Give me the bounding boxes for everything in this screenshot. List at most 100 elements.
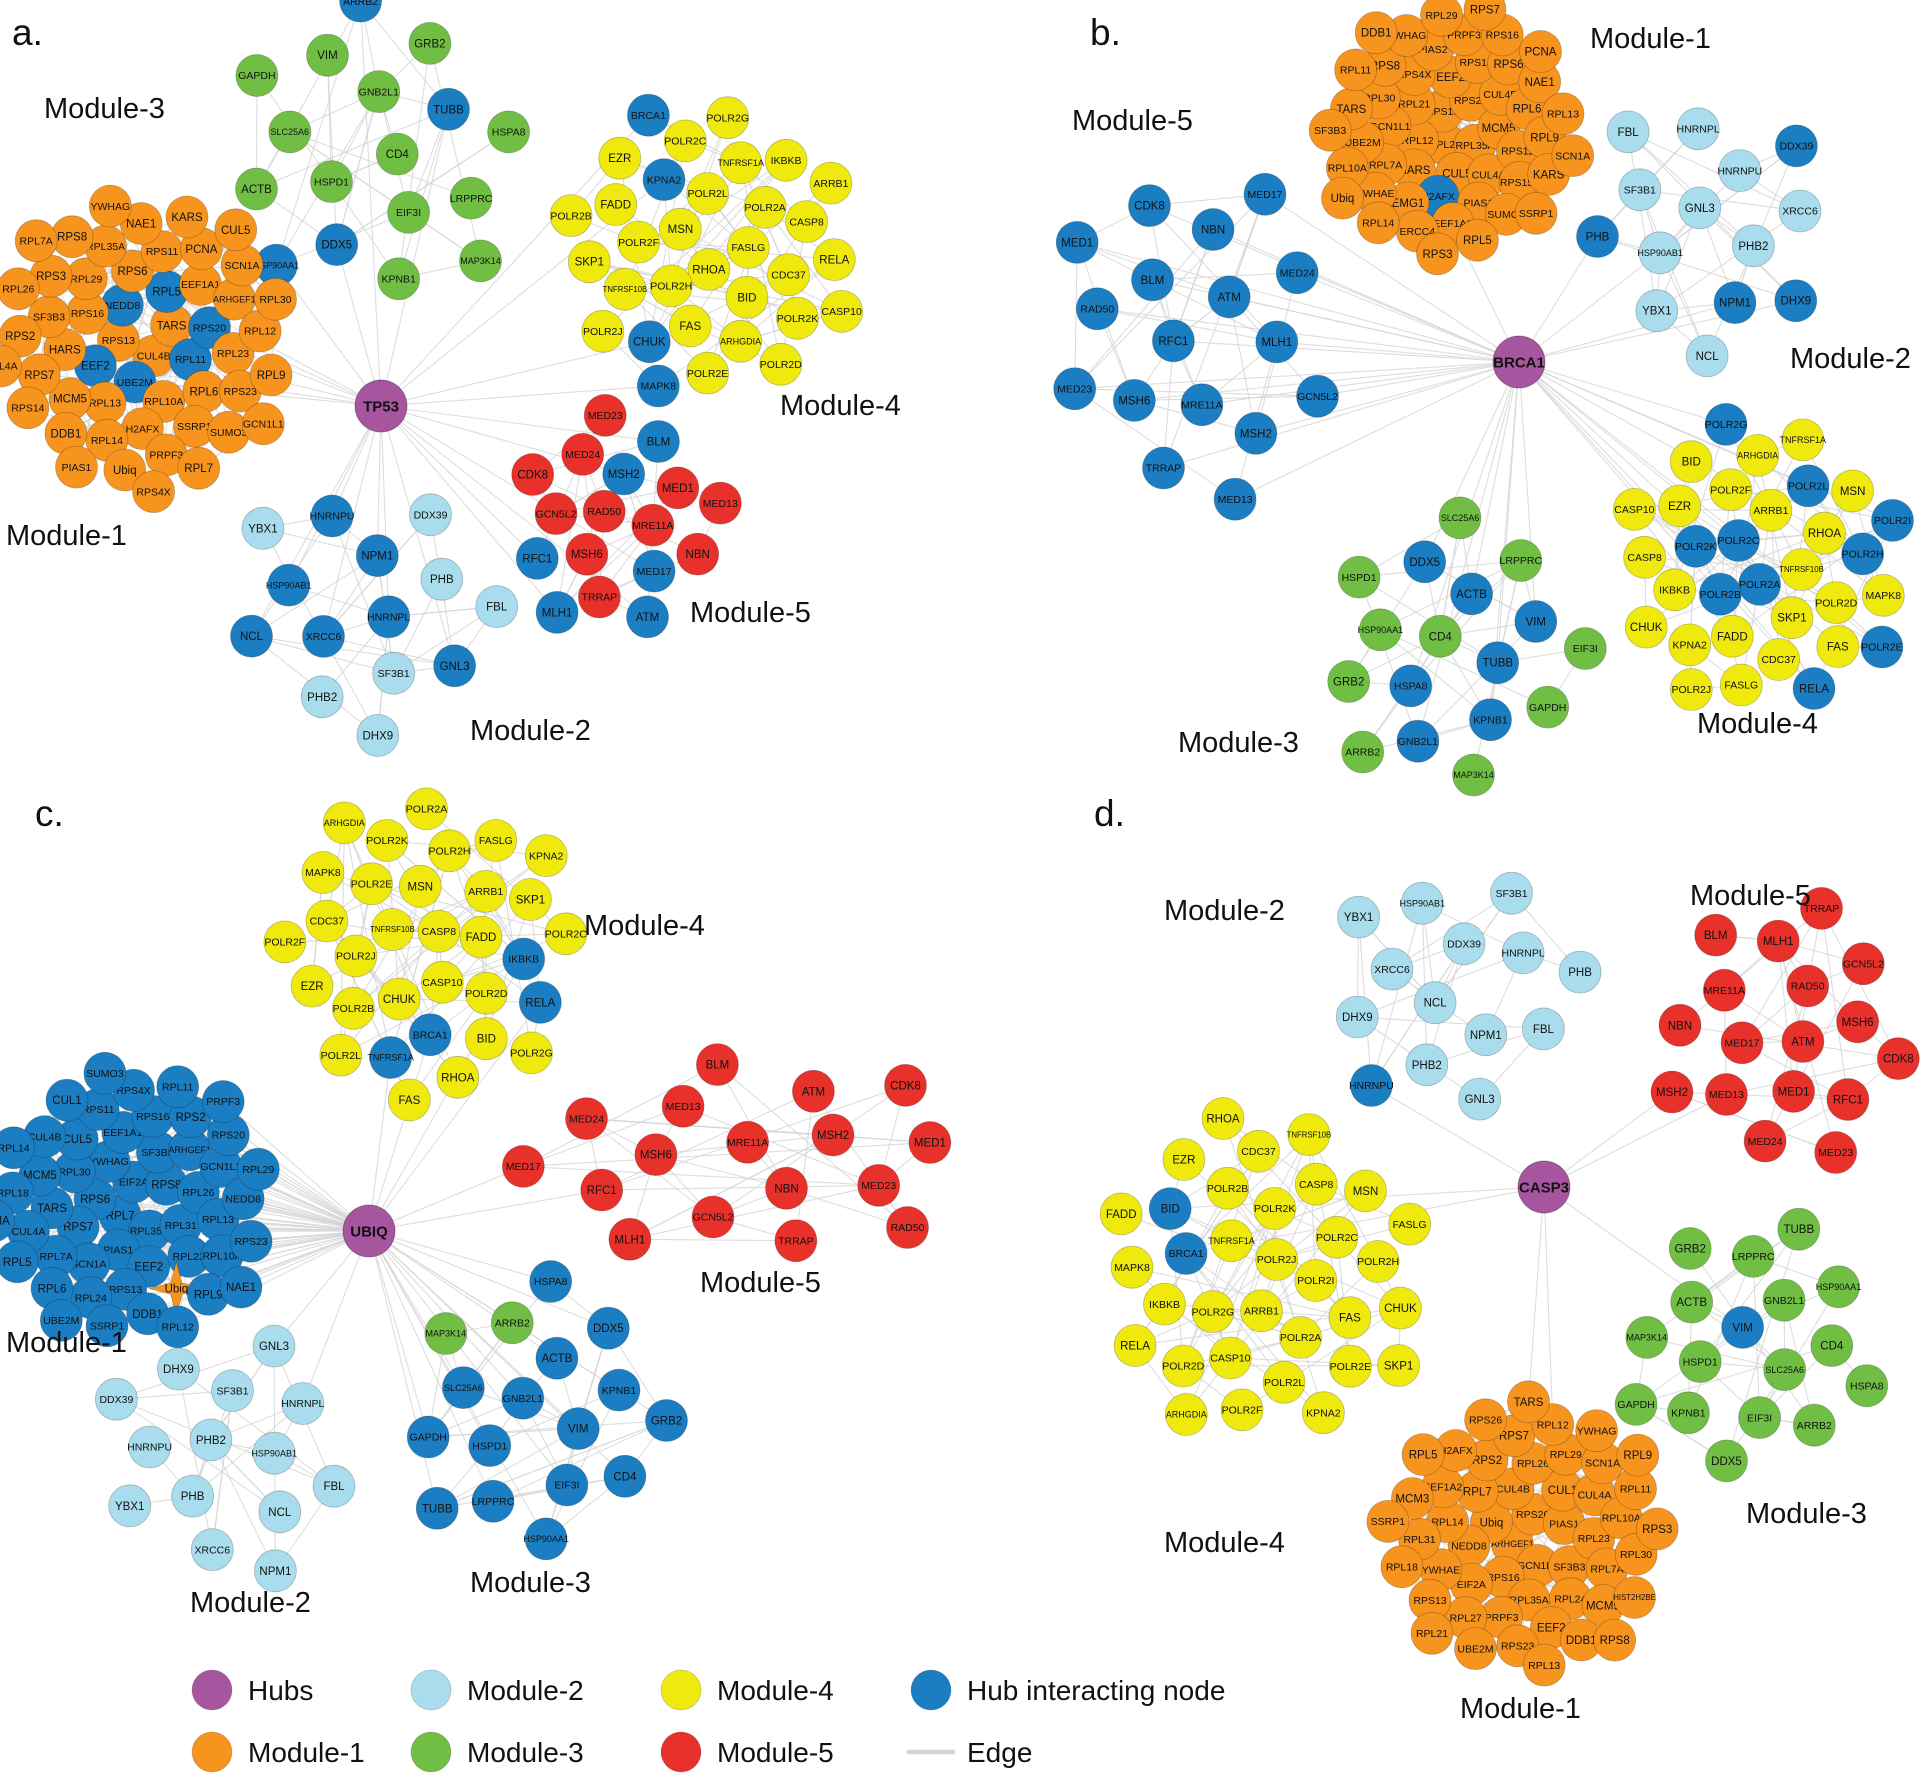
node-med23[interactable]: MED23 bbox=[583, 393, 627, 437]
node-lrpprc[interactable]: LRPPRC bbox=[1499, 539, 1543, 582]
node-ikbkb[interactable]: IKBKB bbox=[502, 937, 546, 981]
node-skp1[interactable]: SKP1 bbox=[1770, 596, 1814, 640]
node-ddx5[interactable]: DDX5 bbox=[586, 1306, 630, 1350]
node-ncl[interactable]: NCL bbox=[1685, 334, 1729, 378]
node-slc25a6[interactable]: SLC25A6 bbox=[441, 1366, 485, 1409]
node-polr2g[interactable]: POLR2G bbox=[1191, 1290, 1235, 1333]
node-kars[interactable]: KARS bbox=[165, 195, 209, 239]
node-eif3i[interactable]: EIF3I bbox=[545, 1463, 589, 1507]
node-ddx5[interactable]: DDX5 bbox=[1705, 1439, 1748, 1483]
node-polr2j[interactable]: POLR2J bbox=[1669, 668, 1713, 711]
node-polr2g[interactable]: POLR2G bbox=[706, 96, 750, 140]
node-ddx39[interactable]: DDX39 bbox=[409, 493, 452, 537]
node-hspd1[interactable]: HSPD1 bbox=[468, 1424, 512, 1467]
node-arrb1[interactable]: ARRB1 bbox=[1240, 1289, 1283, 1333]
node-sf3b3[interactable]: SF3B3 bbox=[1308, 108, 1352, 152]
node-kpna2[interactable]: KPNA2 bbox=[524, 834, 568, 877]
node-med23[interactable]: MED23 bbox=[1814, 1131, 1858, 1174]
node-xrcc6[interactable]: XRCC6 bbox=[190, 1528, 234, 1571]
node-prpf3[interactable]: PRPF3 bbox=[201, 1080, 245, 1123]
node-casp8[interactable]: CASP8 bbox=[785, 200, 828, 244]
node-gcn5l2[interactable]: GCN5L2 bbox=[1841, 942, 1885, 986]
node-hsp90aa1[interactable]: HSP90AA1 bbox=[1816, 1265, 1862, 1309]
node-dhx9[interactable]: DHX9 bbox=[1335, 995, 1379, 1039]
node-rpl9[interactable]: RPL9 bbox=[1616, 1433, 1660, 1477]
node-cdk8[interactable]: CDK8 bbox=[511, 453, 555, 496]
node-hsp90ab1[interactable]: HSP90AB1 bbox=[266, 563, 312, 607]
node-msh6[interactable]: MSH6 bbox=[634, 1133, 678, 1176]
node-gapdh[interactable]: GAPDH bbox=[235, 54, 279, 97]
node-rpl26[interactable]: RPL26 bbox=[0, 267, 40, 311]
node-gapdh[interactable]: GAPDH bbox=[1526, 685, 1570, 729]
node-tnfrsf1a[interactable]: TNFRSF1A bbox=[367, 1036, 414, 1079]
node-actb[interactable]: ACTB bbox=[1450, 572, 1493, 616]
node-rhoa[interactable]: RHOA bbox=[1201, 1097, 1245, 1140]
node-msh6[interactable]: MSH6 bbox=[565, 532, 609, 576]
node-rpl12[interactable]: RPL12 bbox=[156, 1305, 200, 1349]
node-polr2d[interactable]: POLR2D bbox=[1814, 581, 1858, 624]
node-polr2h[interactable]: POLR2H bbox=[1356, 1240, 1400, 1283]
node-faslg[interactable]: FASLG bbox=[1388, 1202, 1431, 1246]
node-med1[interactable]: MED1 bbox=[1772, 1070, 1815, 1113]
node-tnfrsf10b[interactable]: TNFRSF10B bbox=[603, 267, 648, 311]
node-polr2i[interactable]: POLR2I bbox=[1294, 1259, 1338, 1302]
node-polr2a[interactable]: POLR2A bbox=[405, 787, 448, 831]
node-eif3i[interactable]: EIF3I bbox=[387, 190, 431, 234]
node-polr2a[interactable]: POLR2A bbox=[1738, 563, 1781, 606]
node-tnfrsf10b[interactable]: TNFRSF10B bbox=[370, 908, 415, 951]
node-rpl13[interactable]: RPL13 bbox=[1541, 92, 1585, 136]
node-med24[interactable]: MED24 bbox=[1275, 251, 1319, 295]
node-polr2f[interactable]: POLR2F bbox=[1709, 468, 1753, 512]
node-sf3b1[interactable]: SF3B1 bbox=[211, 1369, 254, 1412]
node-hsp90ab1[interactable]: HSP90AB1 bbox=[251, 1431, 297, 1475]
node-hsp90ab1[interactable]: HSP90AB1 bbox=[1637, 231, 1683, 275]
node-hnrnpl[interactable]: HNRNPL bbox=[1677, 107, 1720, 151]
node-msh2[interactable]: MSH2 bbox=[1650, 1070, 1694, 1114]
node-ybx1[interactable]: YBX1 bbox=[108, 1484, 152, 1528]
node-tnfrsf10b[interactable]: TNFRSF10B bbox=[1779, 548, 1824, 591]
hub-ubiq[interactable]: UBIQ bbox=[342, 1204, 396, 1258]
node-arrb2[interactable]: ARRB2 bbox=[1341, 730, 1385, 774]
node-xrcc6[interactable]: XRCC6 bbox=[1370, 947, 1414, 991]
node-skp1[interactable]: SKP1 bbox=[1377, 1344, 1420, 1387]
node-fbl[interactable]: FBL bbox=[1606, 110, 1650, 154]
node-rad50[interactable]: RAD50 bbox=[582, 489, 626, 533]
node-polr2g[interactable]: POLR2G bbox=[510, 1031, 553, 1075]
node-dhx9[interactable]: DHX9 bbox=[356, 714, 400, 757]
node-polr2f[interactable]: POLR2F bbox=[263, 920, 307, 964]
node-med23[interactable]: MED23 bbox=[1053, 367, 1097, 411]
node-gapdh[interactable]: GAPDH bbox=[1614, 1383, 1658, 1426]
node-gcn1l1[interactable]: GCN1L1 bbox=[241, 402, 285, 446]
node-polr2h[interactable]: POLR2H bbox=[1841, 532, 1884, 576]
node-msn[interactable]: MSN bbox=[659, 207, 702, 251]
node-actb[interactable]: ACTB bbox=[1670, 1280, 1714, 1324]
node-ddx5[interactable]: DDX5 bbox=[315, 223, 359, 267]
node-rfc1[interactable]: RFC1 bbox=[1826, 1078, 1870, 1121]
node-arrb2[interactable]: ARRB2 bbox=[490, 1301, 534, 1345]
node-lrpprc[interactable]: LRPPRC bbox=[1731, 1235, 1775, 1278]
node-polr2b[interactable]: POLR2B bbox=[331, 986, 375, 1030]
node-fadd[interactable]: FADD bbox=[594, 183, 638, 226]
node-mlh1[interactable]: MLH1 bbox=[1255, 320, 1299, 364]
node-tubb[interactable]: TUBB bbox=[1476, 641, 1520, 685]
node-rpl18[interactable]: RPL18 bbox=[1380, 1545, 1424, 1589]
node-faslg[interactable]: FASLG bbox=[474, 819, 518, 862]
node-npm1[interactable]: NPM1 bbox=[355, 534, 399, 577]
node-casp10[interactable]: CASP10 bbox=[1209, 1336, 1252, 1380]
node-tnfrsf1a[interactable]: TNFRSF1A bbox=[1208, 1219, 1255, 1263]
node-gnl3[interactable]: GNL3 bbox=[1678, 186, 1722, 230]
node-gnl3[interactable]: GNL3 bbox=[252, 1324, 296, 1368]
node-mapk8[interactable]: MAPK8 bbox=[1861, 574, 1905, 617]
node-tubb[interactable]: TUBB bbox=[415, 1486, 459, 1530]
node-msh2[interactable]: MSH2 bbox=[602, 452, 646, 496]
node-mlh1[interactable]: MLH1 bbox=[535, 591, 579, 634]
node-polr2a[interactable]: POLR2A bbox=[743, 185, 787, 229]
node-fbl[interactable]: FBL bbox=[1522, 1007, 1565, 1051]
node-grb2[interactable]: GRB2 bbox=[408, 22, 452, 65]
node-msn[interactable]: MSN bbox=[1831, 469, 1874, 513]
node-ddb1[interactable]: DDB1 bbox=[1354, 11, 1398, 55]
node-polr2e[interactable]: POLR2E bbox=[686, 351, 729, 395]
node-sf3b1[interactable]: SF3B1 bbox=[1490, 871, 1533, 915]
node-phb2[interactable]: PHB2 bbox=[1405, 1043, 1449, 1087]
node-med24[interactable]: MED24 bbox=[565, 1097, 608, 1140]
